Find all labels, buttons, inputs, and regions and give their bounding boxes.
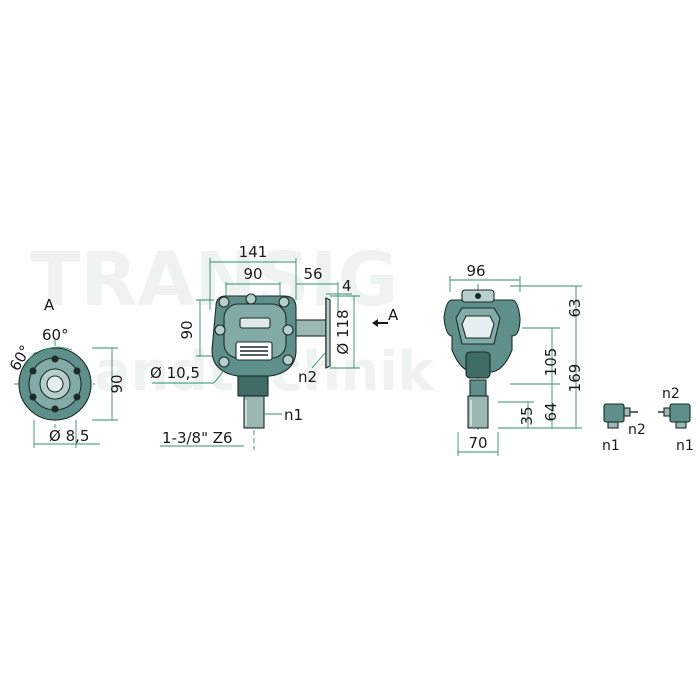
view-a-bolt-hole-dim: Ø 8,5 xyxy=(49,427,89,445)
side-view-gearbox: 96 63 169 105 64 35 70 xyxy=(443,262,584,456)
side-width-bottom: 70 xyxy=(468,434,487,452)
housing-bolt xyxy=(218,296,230,308)
side-height-105: 105 xyxy=(542,348,560,377)
icon-right-n2: n2 xyxy=(662,386,680,402)
side-height-169: 169 xyxy=(566,364,584,393)
housing-bolt xyxy=(214,324,226,336)
front-width-total: 141 xyxy=(239,243,268,261)
side-input-shaft xyxy=(467,395,489,429)
front-flange-dia: Ø 118 xyxy=(334,309,352,354)
flange-center xyxy=(46,375,64,393)
input-shaft xyxy=(243,395,265,429)
front-shaft-spline: 1-3/8" Z6 xyxy=(162,429,233,447)
nameplate xyxy=(239,317,271,329)
side-top-height: 63 xyxy=(566,298,584,317)
output-shaft xyxy=(293,319,331,337)
view-a-height-dim: 90 xyxy=(108,374,126,393)
output-flange xyxy=(325,297,331,369)
icon-left-n1: n1 xyxy=(602,438,620,454)
side-height-35: 35 xyxy=(518,406,536,425)
bolt-hole xyxy=(73,367,81,375)
icon-right-n1: n1 xyxy=(676,438,694,454)
front-height-flange: 90 xyxy=(178,320,196,339)
icon-left-n2: n2 xyxy=(628,422,646,438)
rotation-icon-right: n2 n1 xyxy=(658,386,694,454)
bolt-hole xyxy=(29,367,37,375)
front-flange-thick: 4 xyxy=(342,277,352,295)
input-housing-neck xyxy=(237,375,269,397)
housing-bolt xyxy=(245,293,257,305)
rotation-icon-left: n1 n2 xyxy=(602,403,646,454)
front-shaft-n2: n2 xyxy=(298,368,317,386)
side-height-64: 64 xyxy=(542,402,560,421)
front-width-inner: 90 xyxy=(243,265,262,283)
bolt-hole xyxy=(51,405,59,413)
housing-bolt xyxy=(218,356,230,368)
bolt-hole xyxy=(51,355,59,363)
bolt-hole xyxy=(29,393,37,401)
housing-bolt xyxy=(282,354,294,366)
watermark-line1: TRANSIG xyxy=(30,237,398,323)
front-out-length: 56 xyxy=(303,265,322,283)
view-a-label: A xyxy=(44,296,55,314)
front-arrow-a-label: A xyxy=(388,306,399,324)
bolt-hole xyxy=(73,393,81,401)
housing-bolt xyxy=(282,324,294,336)
view-a-angle-top: 60° xyxy=(42,326,69,344)
front-hole-dia: Ø 10,5 xyxy=(150,364,200,382)
front-shaft-n1: n1 xyxy=(284,406,303,424)
side-neck xyxy=(465,351,491,379)
housing-bolt xyxy=(278,296,290,308)
side-width-top: 96 xyxy=(466,262,485,280)
view-a-flange: A 60° 60° 90 Ø 8,5 xyxy=(6,296,126,448)
front-view-gearbox: 141 90 56 4 Ø 118 A 90 xyxy=(150,243,399,450)
